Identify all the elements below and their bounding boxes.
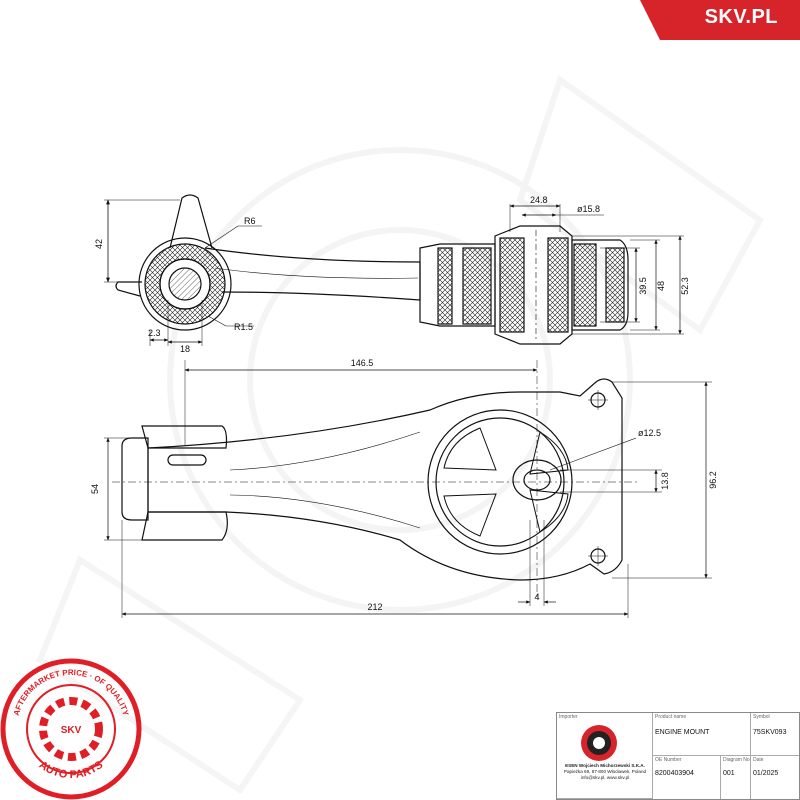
dim-inner-height: 39.5 <box>638 277 648 295</box>
dim-hole: ø12.5 <box>638 428 661 438</box>
tb-date: 01/2025 <box>753 770 779 777</box>
brand-badge-text: SKV.PL <box>704 6 778 28</box>
tb-symbol-label: Symbol <box>753 714 770 720</box>
tb-product-name-label: Product name <box>655 714 687 720</box>
tb-oe-number-cell: OE Number 8200403904 <box>653 756 721 799</box>
tb-diagram-no-label: Diagram No <box>723 757 750 763</box>
tb-diagram-no: 001 <box>723 770 735 777</box>
top-view <box>104 194 684 346</box>
tb-oe-number: 8200403904 <box>655 770 694 777</box>
dim-bushing-hole: ø15.8 <box>577 204 600 214</box>
quality-seal-logo: AFTERMARKET PRICE · OF QUALITY AUTO PART… <box>0 658 142 800</box>
dim-total-height: 96.2 <box>708 471 718 489</box>
seal-center-text: SKV <box>61 725 82 736</box>
tb-date-cell: Date 01/2025 <box>751 756 799 799</box>
tb-importer-cell: Importer ESEN Wojciech Michorzewski S.K.… <box>557 713 653 799</box>
tb-company-name: ESEN Wojciech Michorzewski S.K.A. <box>565 763 645 768</box>
dim-mid-height: 48 <box>656 281 666 291</box>
front-view <box>104 360 712 618</box>
title-block: Importer ESEN Wojciech Michorzewski S.K.… <box>556 712 800 800</box>
tb-product-name: ENGINE MOUNT <box>655 729 710 736</box>
dim-total-length: 212 <box>367 602 382 612</box>
tb-product-name-cell: Product name ENGINE MOUNT <box>653 713 751 756</box>
dim-radius-top: R6 <box>244 216 256 226</box>
dim-outer-height: 52.3 <box>680 277 690 295</box>
tb-company-info: ESEN Wojciech Michorzewski S.K.A. Papież… <box>559 763 651 781</box>
dim-end-height: 54 <box>90 484 100 494</box>
dim-radius-bottom: R1.5 <box>234 322 253 332</box>
gear-icon <box>39 697 103 761</box>
importer-logo <box>581 725 617 761</box>
seal-ring-text-bottom: AUTO PARTS <box>37 759 106 781</box>
tb-symbol: 75SKV093 <box>753 729 787 736</box>
brand-badge-shape <box>640 0 800 40</box>
tb-company-address: Papieżka 69, 87-800 Włocławek, Poland <box>563 769 647 774</box>
dim-slot-height: 13.8 <box>660 472 670 490</box>
dim-bottom-left: 2.3 <box>148 328 161 338</box>
tb-company-contact: info@skv.pl, www.skv.pl <box>580 775 630 780</box>
tb-diagram-no-cell: Diagram No 001 <box>721 756 751 799</box>
dim-bottom-width: 18 <box>180 344 190 354</box>
dim-bushing-width: 24.8 <box>530 195 548 205</box>
svg-text:AUTO PARTS: AUTO PARTS <box>37 759 106 781</box>
tb-date-label: Date <box>753 757 764 763</box>
background-watermark <box>36 75 764 795</box>
tb-symbol-cell: Symbol 75SKV093 <box>751 713 799 756</box>
brand-badge: SKV.PL <box>640 0 800 40</box>
dim-length-to-center: 146.5 <box>351 358 374 368</box>
dim-height-left: 42 <box>94 239 104 249</box>
dim-offset: 4 <box>534 592 539 602</box>
tb-importer-label: Importer <box>559 714 578 720</box>
tb-oe-number-label: OE Number <box>655 757 682 763</box>
